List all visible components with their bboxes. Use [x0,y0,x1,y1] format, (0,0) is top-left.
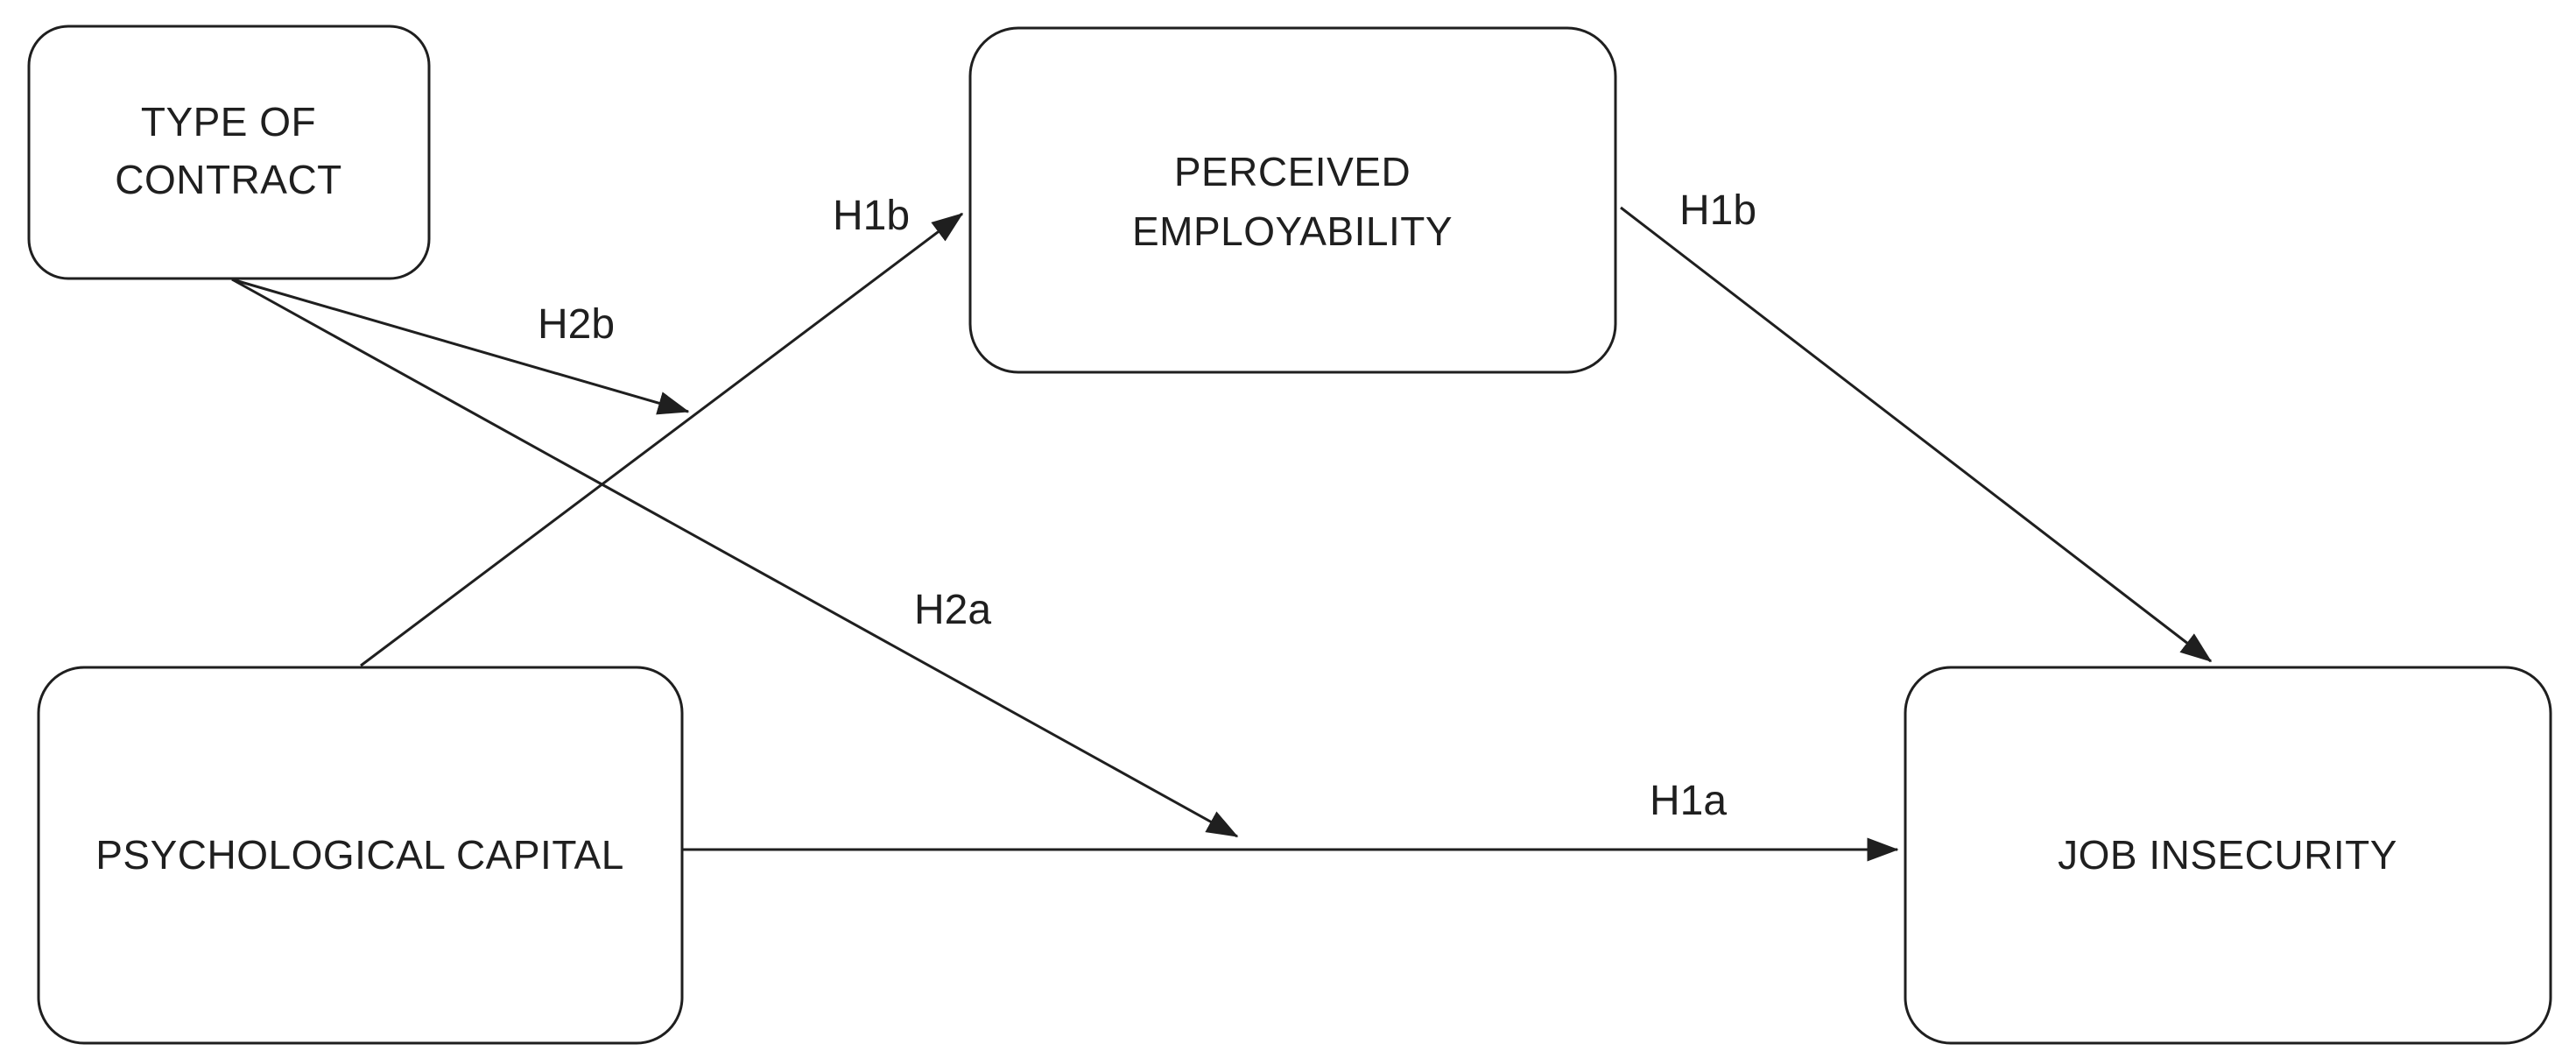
node-job-insecurity-label: JOB INSECURITY [2058,832,2397,878]
edge-label-h1b-left: H1b [833,193,910,239]
node-perceived-employability-box [968,26,1617,374]
node-psychological-capital-box [37,666,684,1045]
node-type-of-contract-label-line2: CONTRACT [115,157,342,202]
node-perceived-employability-label-line2: EMPLOYABILITY [1132,208,1453,254]
edge-h2a-contract-moderates-h1a [231,278,1239,838]
edge-label-h1a: H1a [1650,778,1727,824]
edge-h1b-psycap-to-perceived [360,212,964,667]
node-type-of-contract-box [27,25,431,280]
edge-label-h2a: H2a [914,587,991,633]
edge-h2b-contract-moderates-h1b [231,278,690,415]
node-job-insecurity-box [1904,666,2552,1045]
node-type-of-contract-label-line1: TYPE OF [141,99,316,145]
node-perceived-employability-label-line1: PERCEIVED [1174,149,1411,194]
edge-h1b-perceived-to-jobinsec [1620,206,2213,663]
edge-label-h2b: H2b [538,301,615,348]
edge-label-h1b-right: H1b [1679,187,1756,234]
node-psychological-capital-label: PSYCHOLOGICAL CAPITAL [95,832,624,878]
